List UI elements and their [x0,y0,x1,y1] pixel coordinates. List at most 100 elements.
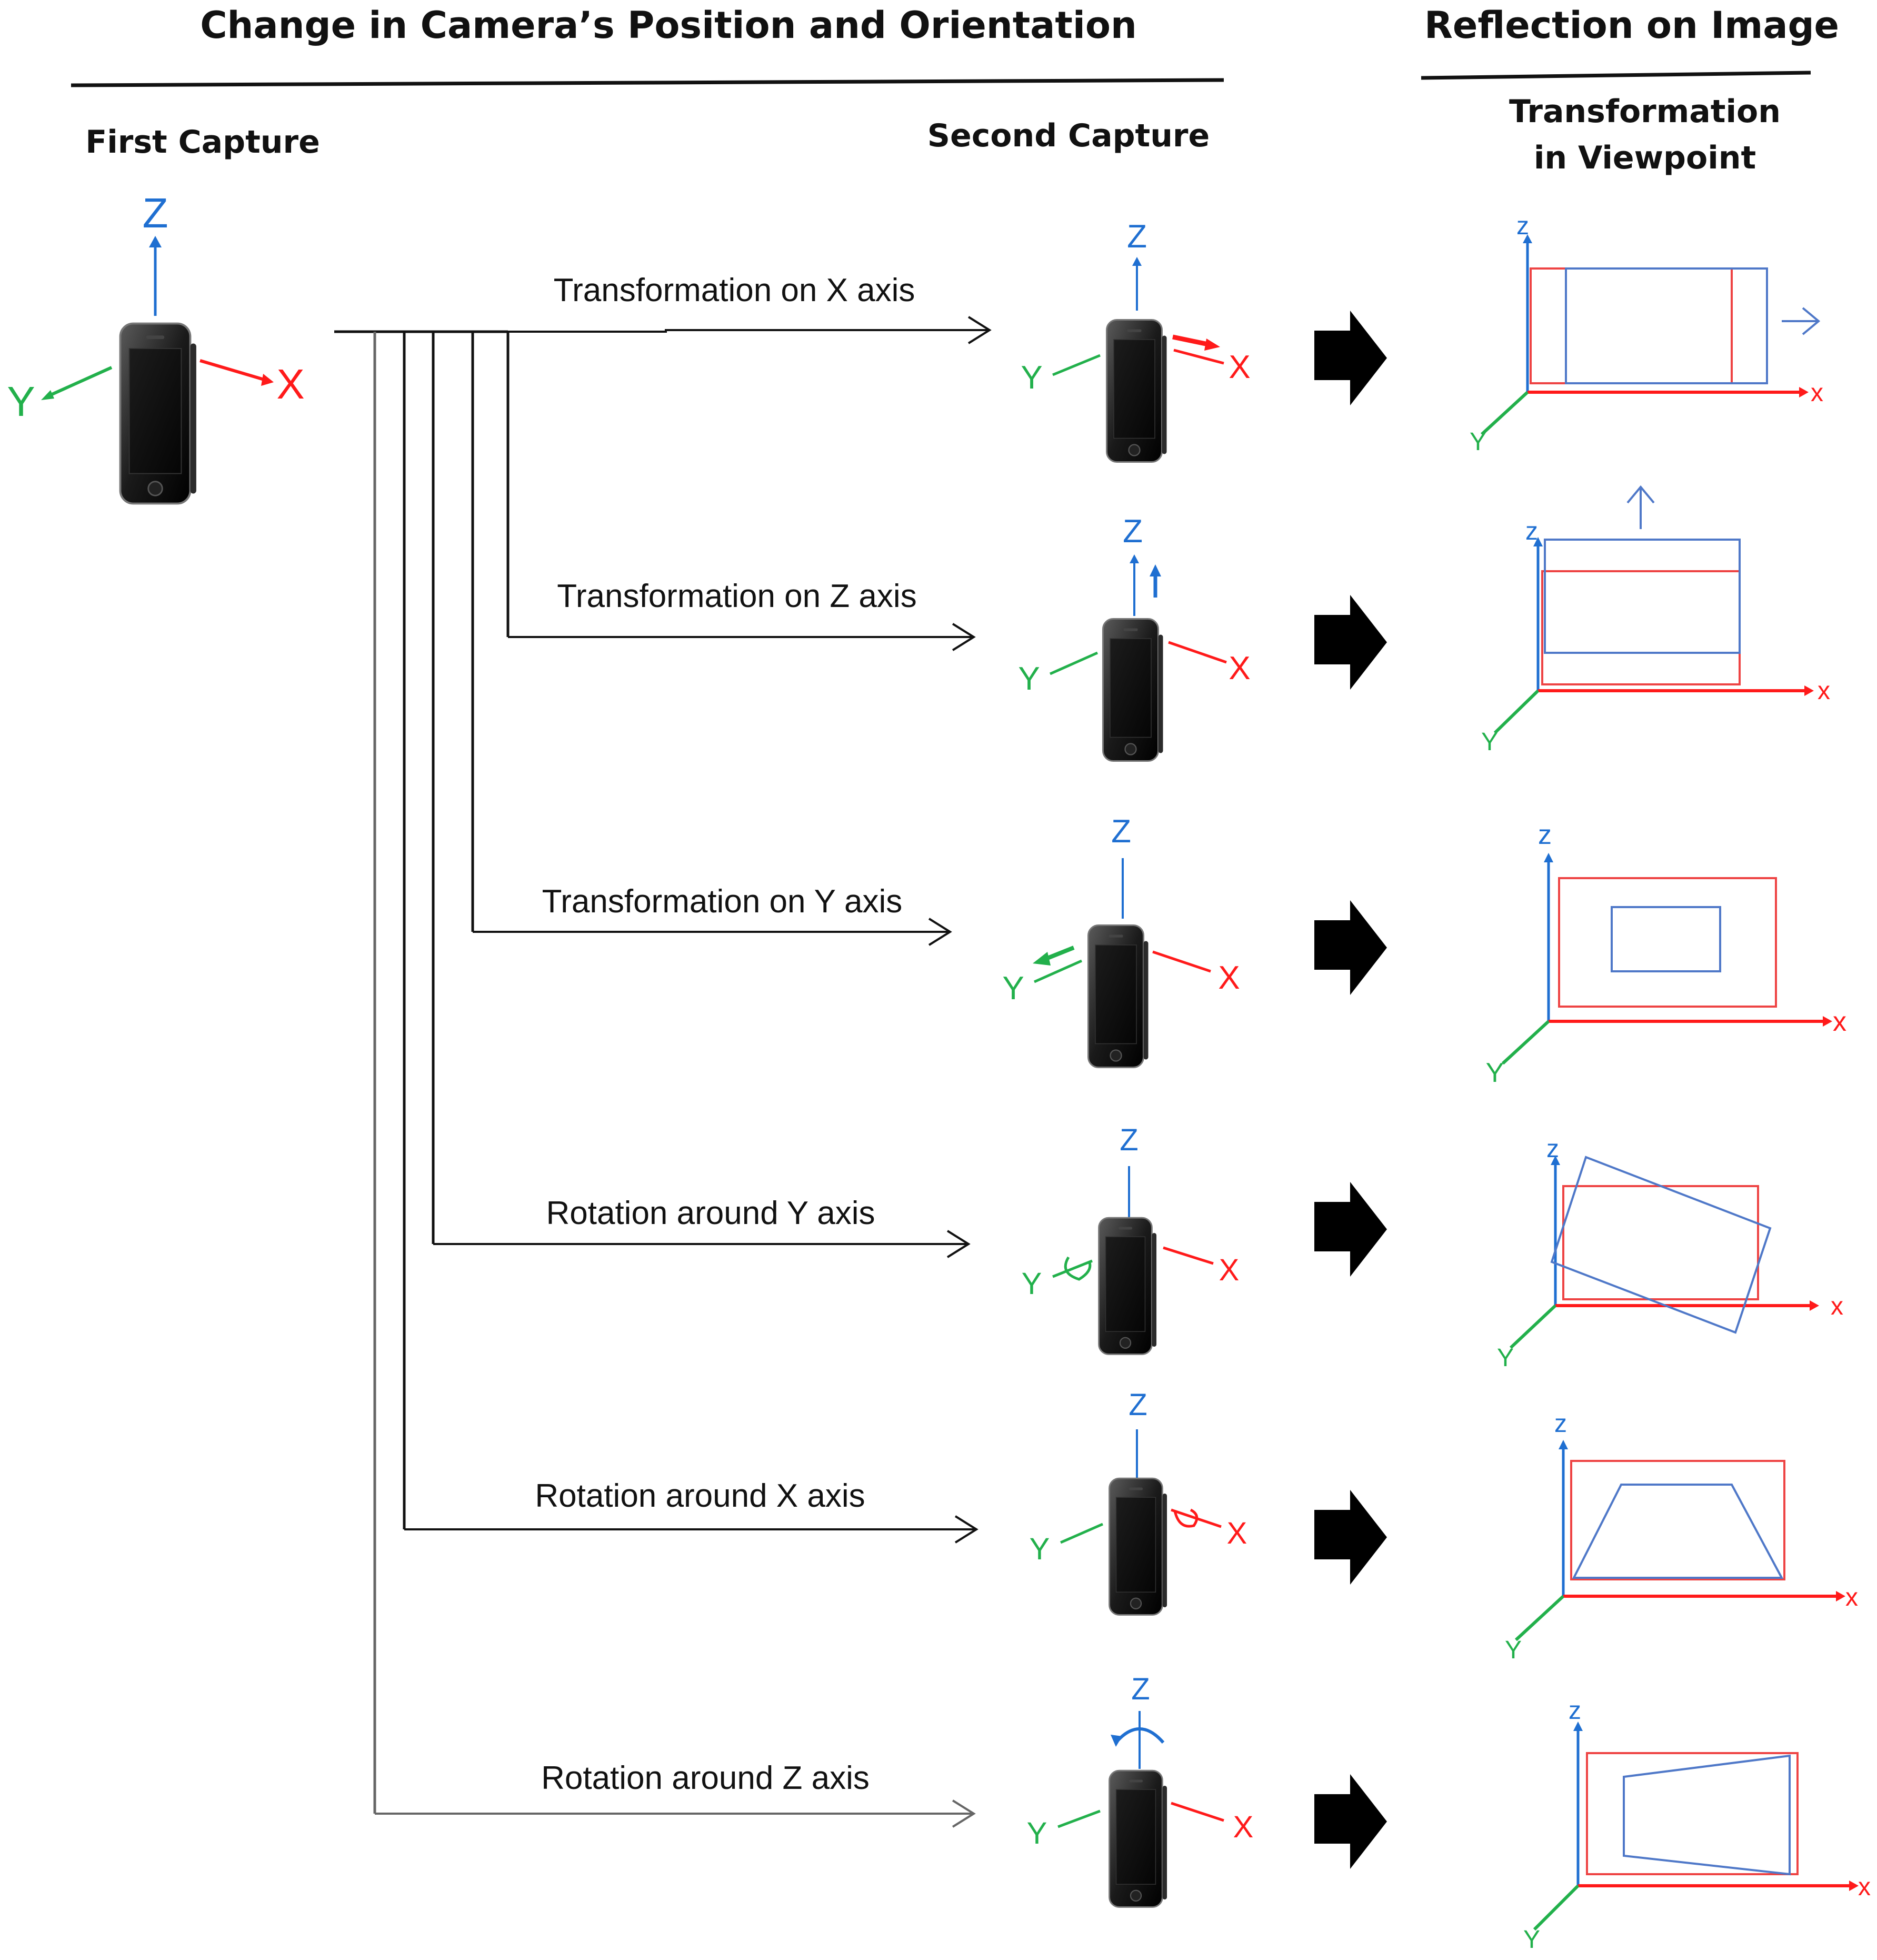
z-axis-label: Z [1127,218,1147,255]
x-axis-arrowhead [261,374,274,386]
z-axis-label: z [1525,518,1538,545]
x-axis-label: X [1218,960,1240,996]
row-label-rotation-y: Rotation around Y axis [546,1195,875,1231]
block-arrow-row-6 [1314,1774,1387,1869]
y-axis-label: Y [1505,1636,1522,1664]
viewpoint-panel-2: z x Y [1481,485,1830,756]
second-capture-row-5: Z X Y [1030,1388,1247,1616]
viewpoint-panel-5: z x Y [1505,1410,1858,1664]
row-label-transformation-z: Transformation on Z axis [557,578,916,614]
y-axis-label: Y [1030,1532,1050,1566]
y-axis-label: Y [7,378,35,425]
y-rotation-curl-arrow [1064,1256,1092,1281]
original-frame [1562,1185,1759,1300]
block-arrow-row-1 [1314,311,1387,405]
y-translation-motion-arrow [1044,946,1075,961]
transformed-frame [1544,539,1741,654]
second-capture-row-2: Z X Y [1018,513,1251,762]
y-axis-line [47,366,113,397]
transformed-frame [1611,906,1721,972]
right-title-underline [1421,71,1811,80]
z-axis-label: Z [1131,1672,1150,1706]
x-axis-label: x [1811,379,1823,407]
z-axis-label: Z [1111,813,1131,850]
x-axis-label: X [276,361,304,407]
row-label-rotation-x: Rotation around X axis [535,1478,865,1514]
viewpoint-heading-line1: Transformation [1509,93,1781,130]
y-axis-arrowhead [41,390,54,400]
transformed-frame [1623,1754,1791,1876]
viewpoint-panel-3: z x Y [1486,820,1846,1088]
y-axis-label: Y [1523,1926,1540,1954]
right-section-title: Reflection on Image [1424,4,1839,47]
y-axis-label: Y [1497,1344,1514,1372]
second-capture-heading: Second Capture [927,117,1210,154]
transformed-frame [1572,1484,1784,1579]
z-axis-label: z [1516,212,1529,240]
x-rotation-curl-arrow [1173,1508,1199,1528]
phone-image [1106,319,1167,463]
transformed-frame [1550,1156,1772,1334]
second-capture-row-1: Z X Y [1021,218,1251,463]
block-arrow-row-2 [1314,595,1387,690]
y-axis-label: Y [1027,1816,1047,1850]
y-axis-label: Y [1021,360,1042,396]
second-capture-row-3: Z X Y [1002,813,1240,1068]
original-frame [1558,877,1777,1008]
z-axis-label: Z [1129,1388,1147,1422]
x-axis-label: X [1233,1810,1254,1844]
z-axis-label: Z [1120,1123,1138,1157]
y-axis-label: Y [1486,1058,1504,1088]
y-axis-label: Y [1481,728,1498,756]
second-capture-row-4: Z X Y [1022,1123,1240,1355]
viewpoint-panel-1: z x Y [1470,212,1823,456]
z-axis-label: Z [1123,513,1143,550]
first-capture: Z X Y [7,190,305,505]
phone-image [119,322,197,505]
second-capture-row-6: Z X Y [1027,1672,1254,1908]
first-capture-heading: First Capture [85,124,320,161]
z-axis-label: z [1538,820,1552,850]
row-label-transformation-y: Transformation on Y axis [542,883,903,920]
x-axis-label: x [1831,1292,1843,1320]
z-axis-arrowhead [149,236,162,247]
y-axis-label: Y [1002,970,1024,1007]
original-frame [1541,570,1741,685]
y-axis-label: Y [1022,1267,1042,1301]
phone-image [1109,1477,1168,1616]
x-axis-label: x [1833,1007,1846,1037]
z-axis-label: z [1569,1697,1581,1725]
phone-image [1102,618,1164,762]
phone-image [1109,1769,1168,1908]
x-axis-label: X [1227,1516,1247,1550]
row-label-rotation-z: Rotation around Z axis [541,1760,870,1796]
phone-image [1087,924,1149,1068]
phone-image [1098,1217,1157,1355]
original-frame [1570,1460,1785,1580]
x-axis-line [199,359,266,382]
x-axis-label: X [1219,1253,1240,1287]
left-title-underline [71,78,1224,87]
z-axis-label: z [1554,1410,1567,1438]
viewpoint-panel-6: z x Y [1523,1697,1871,1954]
row-label-transformation-x: Transformation on X axis [554,272,915,309]
x-axis-label: X [1229,349,1250,385]
z-axis-label: Z [143,190,168,236]
x-axis-label: x [1845,1584,1858,1611]
left-section-title: Change in Camera’s Position and Orientat… [200,4,1137,47]
x-translation-motion-arrow [1172,334,1211,347]
block-arrow-row-4 [1314,1182,1387,1277]
viewpoint-panel-4: z x Y [1497,1135,1843,1372]
transformed-frame [1565,267,1768,384]
original-frame [1530,267,1733,384]
viewpoint-heading-line2: in Viewpoint [1534,140,1756,176]
y-axis-label: Y [1470,428,1486,456]
x-axis-label: x [1818,677,1830,705]
y-axis-label: Y [1018,661,1040,697]
x-axis-label: X [1229,650,1250,687]
z-axis-label: z [1546,1135,1559,1163]
block-arrows [1314,311,1387,1869]
x-axis-label: x [1858,1873,1871,1901]
row-arrows [375,316,992,1828]
